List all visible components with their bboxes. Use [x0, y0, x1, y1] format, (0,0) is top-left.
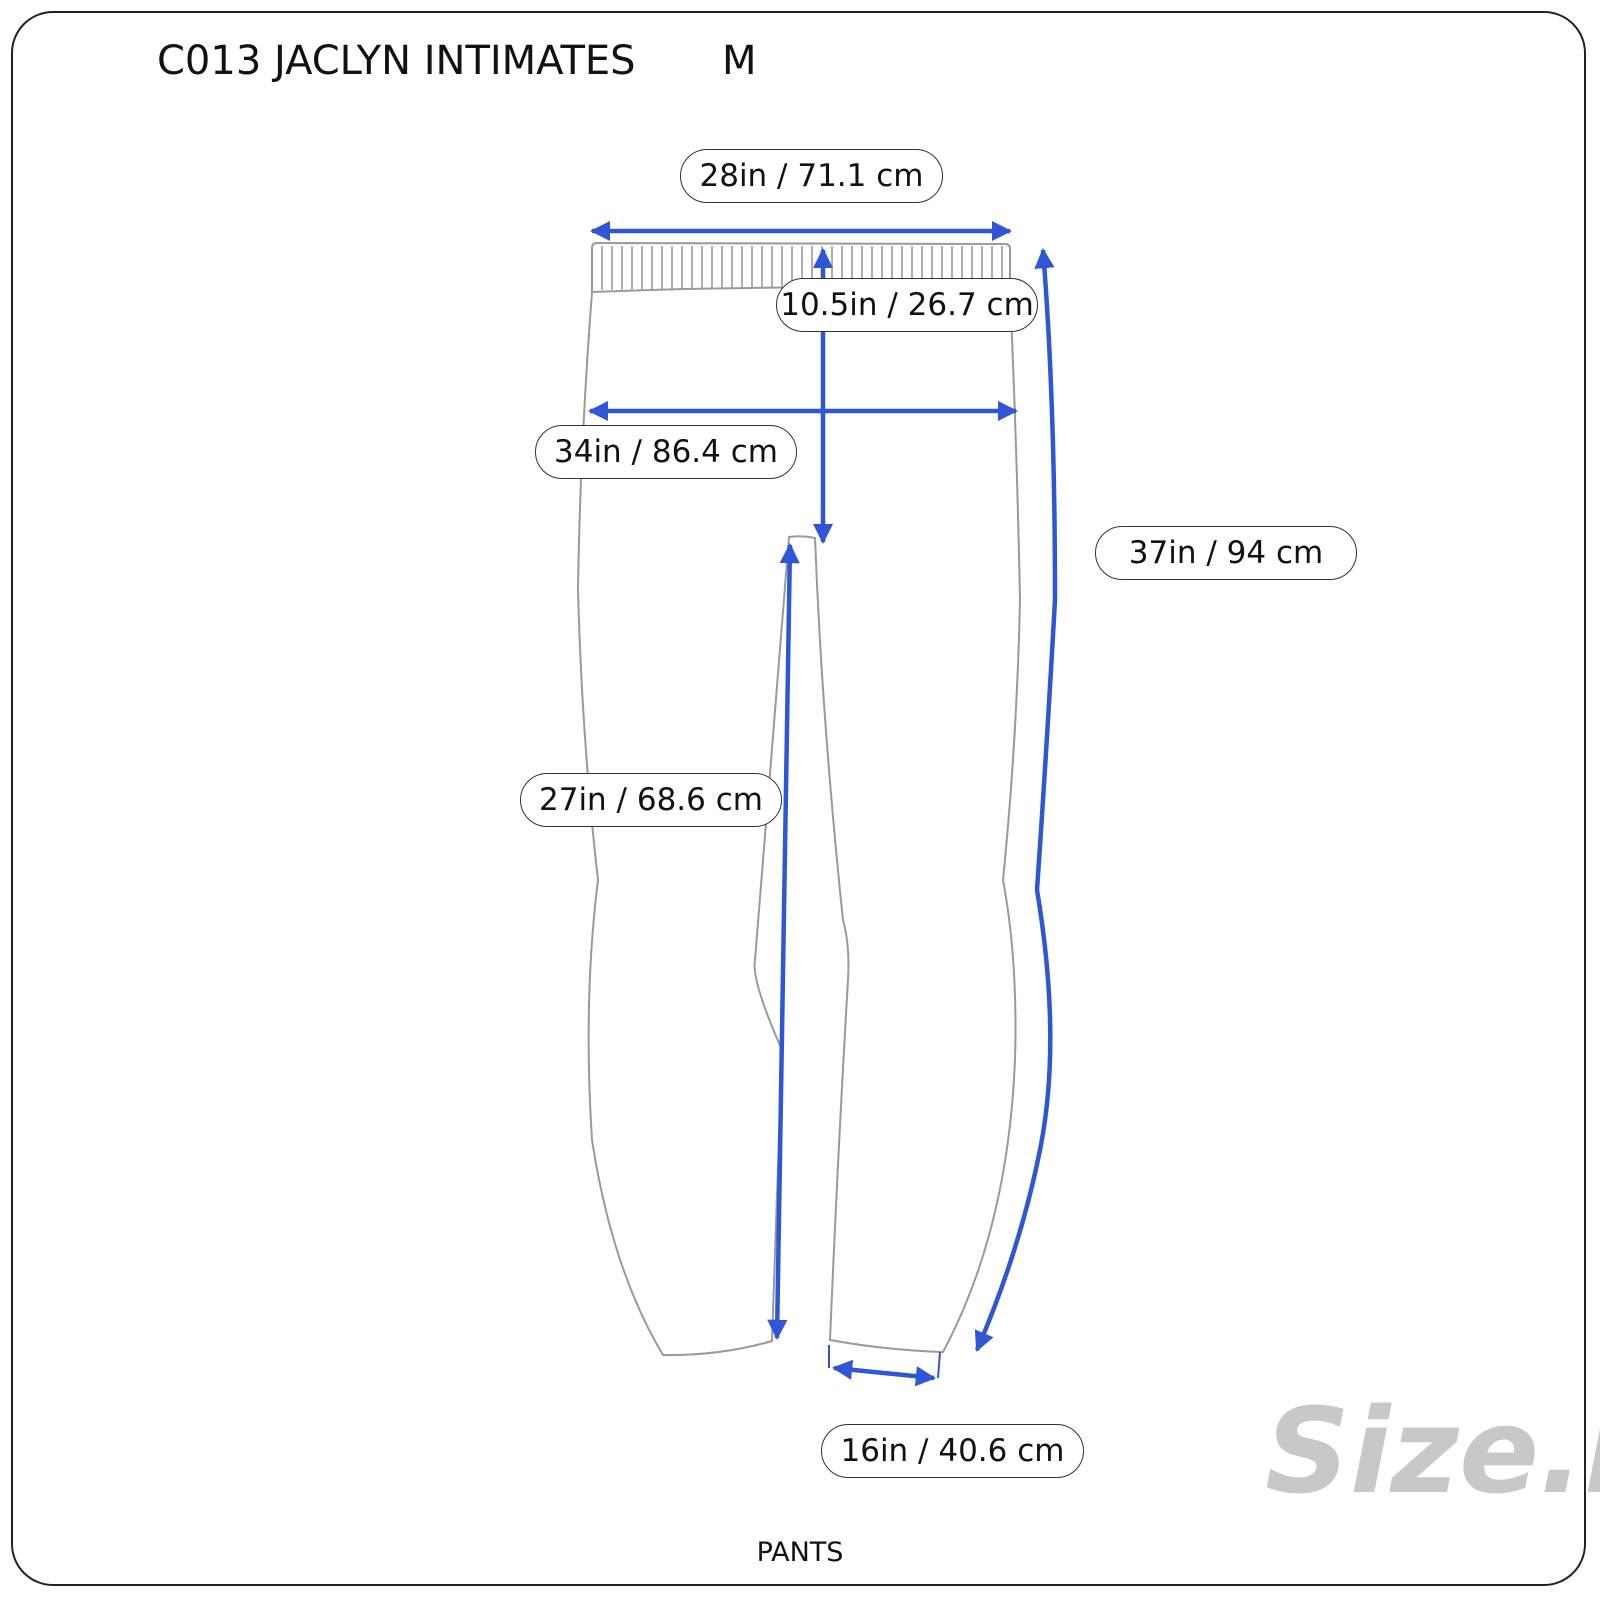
outseam-arrow: [974, 247, 1058, 1352]
size-label: M: [722, 38, 757, 84]
waist-label: 28in / 71.1 cm: [680, 149, 943, 203]
rise-label: 10.5in / 26.7 cm: [776, 278, 1038, 332]
garment-type: PANTS: [756, 1537, 844, 1568]
diagram-frame: [11, 11, 1586, 1586]
measurement-arrows: [587, 220, 1058, 1387]
hip-label: 34in / 86.4 cm: [535, 425, 797, 479]
sizely-logo: Size.ly: [1265, 1382, 1600, 1520]
inseam-arrow: [767, 542, 800, 1341]
logo-text: Size.ly: [1265, 1382, 1600, 1520]
inseam-label: 27in / 68.6 cm: [520, 773, 782, 827]
leg-opening-label: 16in / 40.6 cm: [821, 1424, 1084, 1478]
leg-opening-ticks: [828, 1345, 941, 1379]
leg-opening-arrow: [831, 1359, 937, 1387]
outseam-label: 37in / 94 cm: [1095, 526, 1357, 580]
brand-title: C013 JACLYN INTIMATES: [157, 38, 636, 84]
